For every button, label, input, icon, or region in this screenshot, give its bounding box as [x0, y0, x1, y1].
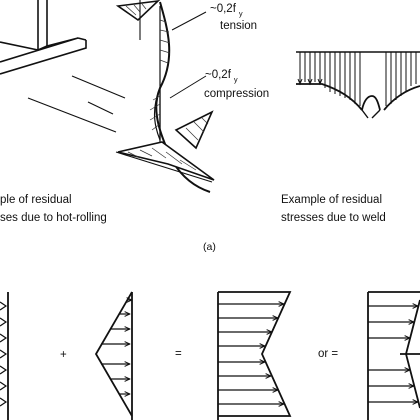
hot-rolling-caption-line1: ple of residual	[0, 194, 72, 206]
plus-sign: +	[60, 349, 67, 361]
tension-peak-value: ~0,2f	[210, 3, 236, 15]
stress-block-2	[94, 291, 133, 420]
equals-sign: =	[175, 348, 182, 360]
welding-caption-line2: stresses due to weld	[281, 212, 386, 224]
or-equals-label: or =	[318, 348, 339, 360]
tension-peak-subscript: y	[238, 9, 243, 18]
compression-peak-subscript: y	[233, 75, 238, 84]
compression-label: compression	[204, 88, 270, 100]
projection-lines	[27, 75, 126, 133]
tension-label: tension	[220, 20, 258, 32]
stress-block-1	[0, 292, 9, 420]
part-label: (a)	[203, 241, 216, 253]
welding-caption-line1: Example of residual	[281, 194, 382, 206]
welding-stress-diagram	[296, 51, 420, 119]
rolled-section-sketch	[0, 0, 87, 75]
stress-block-3	[217, 291, 292, 420]
hot-rolling-stress-diagram	[115, 0, 215, 193]
stress-block-4	[367, 291, 420, 420]
hot-rolling-caption-line2: ses due to hot-rolling	[0, 212, 107, 224]
compression-peak-value: ~0,2f	[205, 69, 231, 81]
